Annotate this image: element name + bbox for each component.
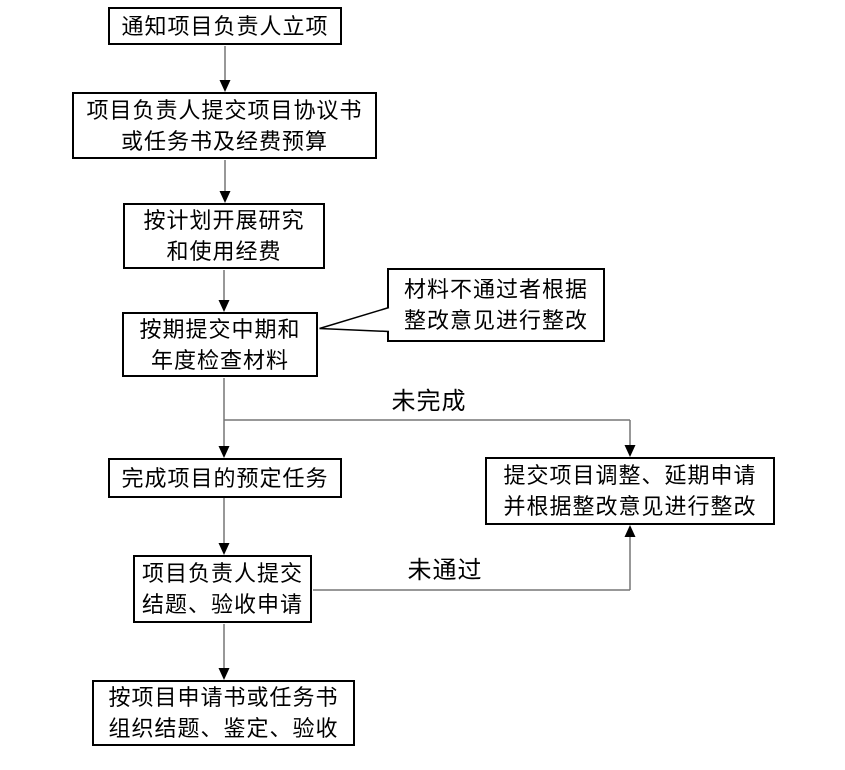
arrowhead-down-icon xyxy=(218,300,230,312)
node-submit-agreement-line2: 或任务书及经费预算 xyxy=(120,128,328,154)
callout-wedge-top-line xyxy=(319,306,390,330)
arrowhead-down-icon xyxy=(219,191,231,203)
node-submit-acceptance-application-line1: 项目负责人提交 xyxy=(141,561,303,586)
node-conduct-research-line1: 按计划开展研究 xyxy=(143,208,305,233)
arrowhead-down-icon xyxy=(218,668,230,680)
connector-notify-to-agreement xyxy=(219,46,231,92)
node-organize-acceptance-line2: 组织结题、鉴定、验收 xyxy=(108,716,339,741)
node-complete-tasks-text: 完成项目的预定任务 xyxy=(121,465,329,491)
node-submit-agreement: 项目负责人提交项目协议书 或任务书及经费预算 xyxy=(72,92,377,159)
connector-agreement-to-research xyxy=(219,160,231,203)
connector-acceptance-to-organize xyxy=(218,624,230,680)
node-submit-acceptance-application-line2: 结题、验收申请 xyxy=(141,592,303,617)
callout-wedge-fill xyxy=(319,307,390,332)
node-submit-inspection-materials: 按期提交中期和 年度检查材料 xyxy=(122,312,318,377)
callout-rectification-note: 材料不通过者根据 整改意见进行整改 xyxy=(387,268,605,342)
node-conduct-research-line2: 和使用经费 xyxy=(166,239,282,264)
connector-complete-to-acceptance xyxy=(218,498,230,555)
arrowhead-down-icon xyxy=(624,445,636,457)
node-adjustment-extension-line2: 并根据整改意见进行整改 xyxy=(503,494,757,519)
connector-inspection-to-complete xyxy=(218,378,230,458)
connector-research-to-inspection xyxy=(218,270,230,312)
node-submit-agreement-line1: 项目负责人提交项目协议书 xyxy=(86,97,363,123)
arrowhead-down-icon xyxy=(218,446,230,458)
edge-label-not-passed: 未通过 xyxy=(407,557,483,584)
arrowhead-up-icon xyxy=(624,525,636,537)
node-adjustment-extension-line1: 提交项目调整、延期申请 xyxy=(503,463,757,488)
node-conduct-research: 按计划开展研究 和使用经费 xyxy=(123,203,325,269)
branch-not-completed-to-adjustment xyxy=(224,419,636,457)
edge-label-not-completed: 未完成 xyxy=(391,388,467,415)
node-adjustment-extension: 提交项目调整、延期申请 并根据整改意见进行整改 xyxy=(485,457,775,525)
arrowhead-down-icon xyxy=(218,543,230,555)
node-notify-establishment-text: 通知项目负责人立项 xyxy=(121,13,329,39)
node-complete-tasks: 完成项目的预定任务 xyxy=(108,458,342,498)
callout-rectification-note-line2: 整改意见进行整改 xyxy=(403,308,588,333)
node-submit-acceptance-application: 项目负责人提交 结题、验收申请 xyxy=(133,555,312,623)
callout-rectification-note-line1: 材料不通过者根据 xyxy=(403,277,588,302)
node-notify-establishment: 通知项目负责人立项 xyxy=(108,7,342,45)
arrowhead-down-icon xyxy=(219,80,231,92)
node-submit-inspection-materials-line1: 按期提交中期和 xyxy=(139,316,301,342)
node-submit-inspection-materials-line2: 年度检查材料 xyxy=(150,347,289,373)
callout-wedge-pointer xyxy=(319,306,390,333)
callout-wedge-bottom-line xyxy=(319,327,390,333)
node-organize-acceptance-line1: 按项目申请书或任务书 xyxy=(108,685,339,710)
node-organize-acceptance: 按项目申请书或任务书 组织结题、鉴定、验收 xyxy=(92,680,355,746)
